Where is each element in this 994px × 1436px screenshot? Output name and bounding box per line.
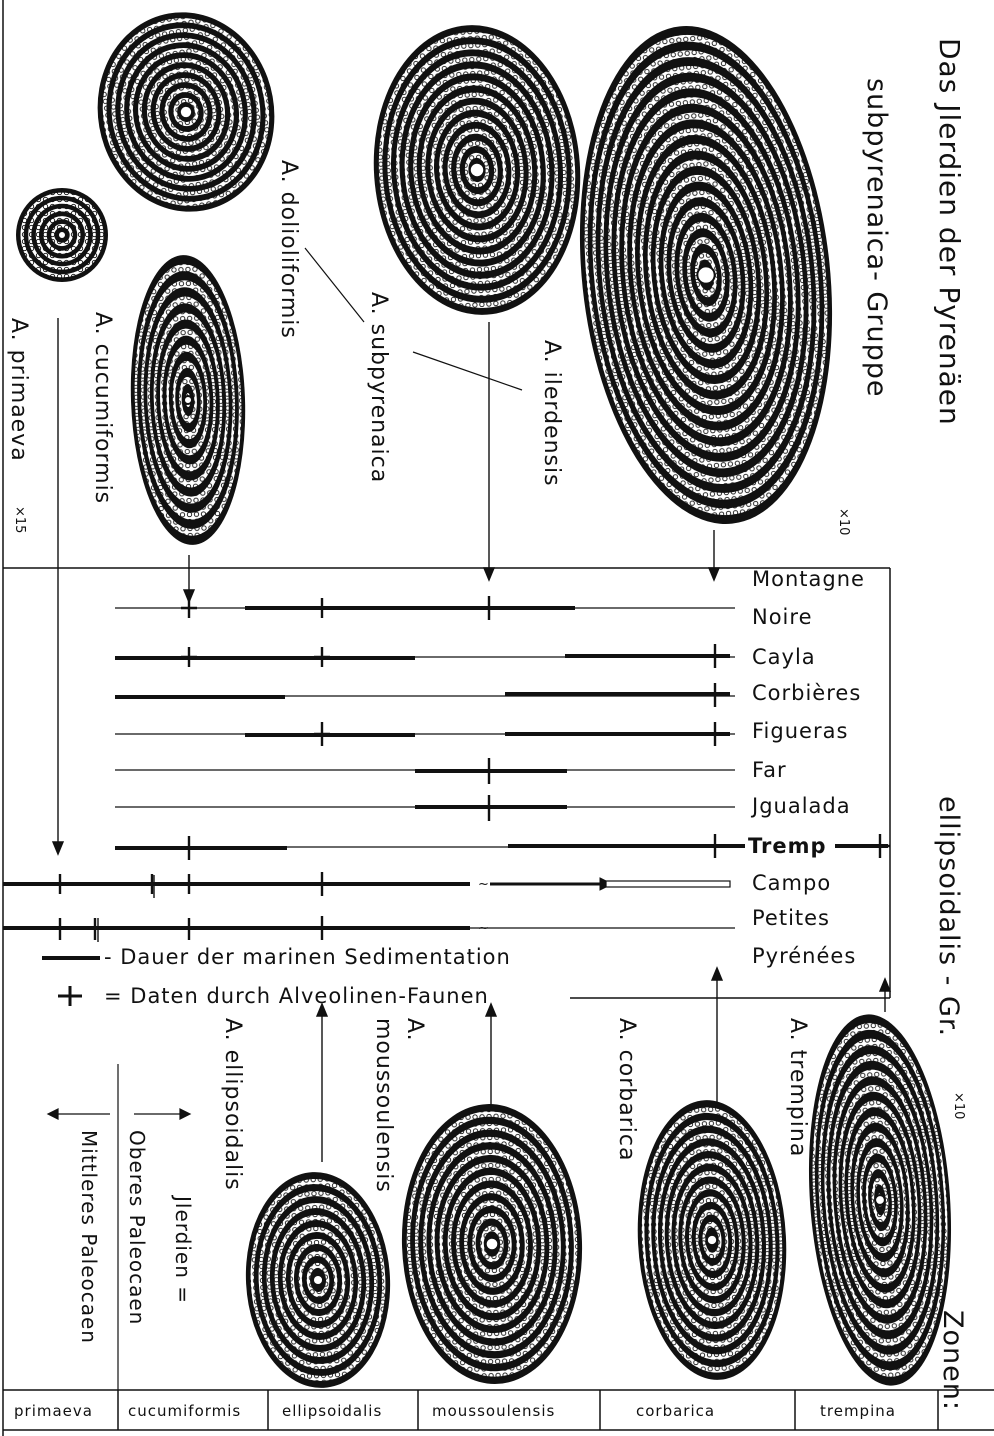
legend-line-text: - Dauer der marinen Sedimentation — [104, 945, 511, 969]
jlerdien-label: Jlerdien = — [171, 1194, 195, 1304]
group-title-top: subpyrenaica- Gruppe — [861, 78, 892, 397]
fossil-section-ellipsoidalis — [240, 1168, 395, 1391]
oberes-paleocaen-label: Oberes Paleocaen — [125, 1130, 149, 1325]
fossil-section-moussoulensis — [397, 1101, 587, 1387]
break-mark-campo: ~ — [478, 877, 489, 892]
species-label-ilerdensis: A. ilerdensis — [539, 340, 564, 487]
fossil-section-primaeva — [16, 188, 108, 282]
locality-label: Cayla — [752, 645, 816, 669]
scale-top: ×10 — [836, 508, 851, 535]
species-label-subpyrenaica: A. subpyrenaica — [366, 292, 391, 483]
zone-cell: primaeva — [14, 1402, 93, 1420]
plate-title: Das Jlerdien der Pyrenäen — [933, 38, 966, 426]
legend: - Dauer der marinen Sedimentation = Date… — [42, 945, 511, 1008]
stratigraphy-boundary — [48, 1064, 190, 1390]
group-title-bottom: ellipsoidalis - Gr. — [933, 796, 964, 1037]
fossil-section-ilerdensis — [557, 13, 856, 536]
fossil-section-dolioliformis — [82, 0, 290, 226]
species-label-primaeva: A. primaeva — [6, 318, 31, 462]
species-label-moussoulensis-genus: A. — [402, 1018, 427, 1042]
locality-label: Far — [752, 758, 787, 782]
locality-label: Corbières — [752, 681, 861, 705]
locality-label: Noire — [752, 605, 812, 629]
species-label-cucumiformis: A. cucumiformis — [90, 312, 115, 504]
species-label-trempina: A. trempina — [785, 1018, 810, 1157]
fossil-section-cucumiformis — [126, 253, 250, 547]
scale-primaeva: ×15 — [12, 506, 27, 533]
zone-cell: moussoulensis — [432, 1402, 555, 1420]
locality-label: Tremp — [748, 834, 827, 858]
locality-label: Montagne — [752, 567, 865, 591]
mittleres-paleocaen-label: Mittleres Paleocaen — [77, 1130, 101, 1344]
locality-label: Pyrénées — [752, 944, 856, 968]
legend-cross-text: = Daten durch Alveolinen-Faunen — [104, 984, 489, 1008]
locality-label: Campo — [752, 871, 831, 895]
fossil-section-corbarica — [631, 1096, 793, 1383]
scale-bottom: ×10 — [951, 1092, 966, 1119]
locality-label: Jgualada — [750, 794, 851, 818]
species-label-corbarica: A. corbarica — [614, 1018, 639, 1161]
locality-label: Figueras — [752, 719, 848, 743]
species-label-moussoulensis: moussoulensis — [371, 1018, 396, 1193]
zone-cell: cucumiformis — [128, 1402, 241, 1420]
zone-cell: ellipsoidalis — [282, 1402, 382, 1420]
zone-cell: corbarica — [636, 1402, 715, 1420]
species-label-ellipsoidalis: A. ellipsoidalis — [220, 1018, 245, 1191]
zone-cell: trempina — [820, 1402, 896, 1420]
fossil-section-subpyrenaica — [364, 18, 590, 322]
species-label-dolioliformis: A. dolioliformis — [276, 160, 301, 339]
locality-labels: Montagne Noire Cayla Corbières Figueras … — [748, 567, 865, 968]
legend-cross-symbol — [58, 986, 82, 1006]
break-mark-petites: ~ — [478, 921, 489, 936]
zonen-label: Zonen: — [937, 1310, 968, 1411]
locality-label: Petites — [752, 906, 830, 930]
